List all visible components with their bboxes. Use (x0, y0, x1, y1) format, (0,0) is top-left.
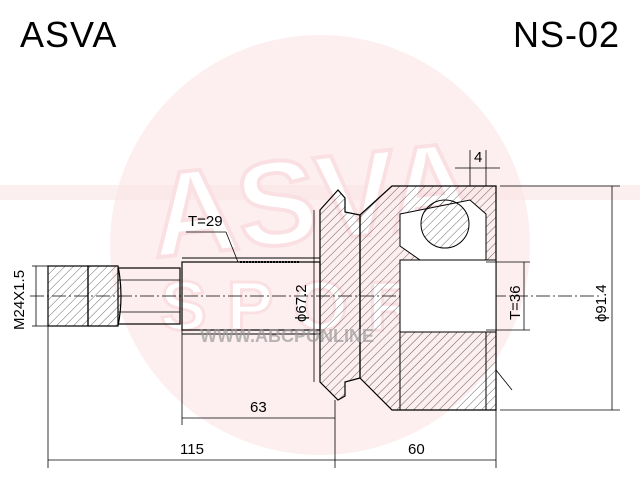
part-number: NS-02 (512, 14, 620, 55)
dim-stem-length: 63 (250, 399, 267, 416)
watermark-url: WWW.ABCPONLINE (200, 326, 374, 346)
spline-section (87, 265, 122, 327)
dimension-lines (32, 150, 620, 468)
thread-section (47, 265, 89, 327)
boot-collar (319, 189, 361, 401)
dim-boot-diameter: ϕ67.2 (293, 284, 310, 322)
dim-thread: M24X1.5 (11, 270, 28, 330)
brand-title: ASVA (20, 14, 118, 55)
dim-flange-width: 4 (474, 149, 482, 166)
dim-left-length: 115 (180, 441, 204, 458)
neck-section (117, 267, 181, 325)
dim-shaft-teeth: T=29 (188, 213, 223, 230)
hub-bore (399, 259, 497, 333)
joint-housing (319, 185, 497, 411)
dim-hub-teeth: T=36 (507, 285, 524, 320)
ball-race (420, 199, 470, 249)
threaded-stub (47, 265, 181, 327)
dim-body-length: 60 (408, 441, 425, 458)
dim-outer-diameter: ϕ91.4 (593, 284, 610, 322)
